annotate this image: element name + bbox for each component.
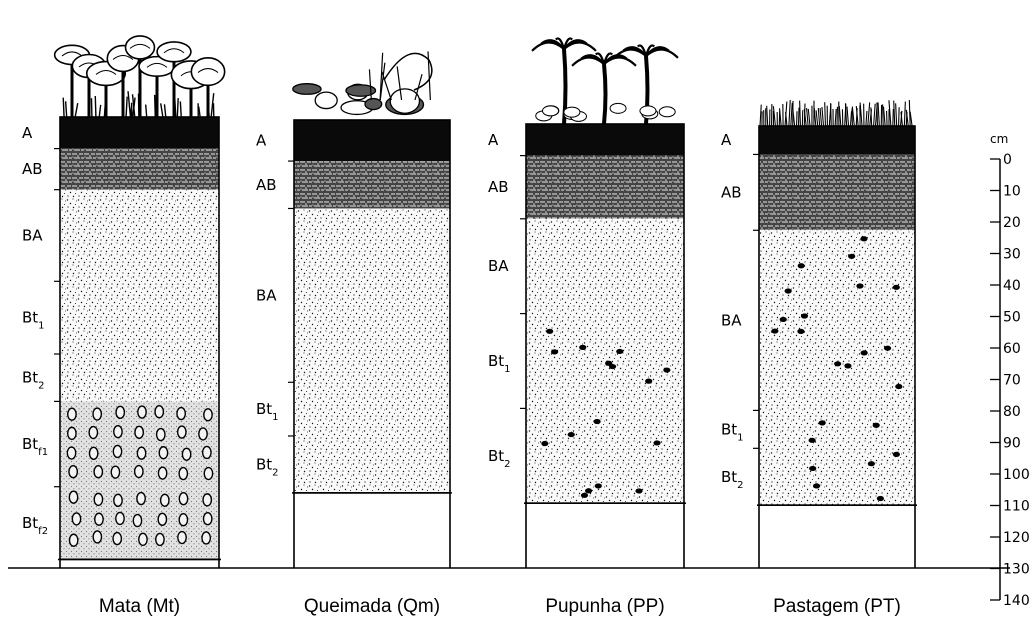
profile-caption: Queimada (Qm) <box>304 596 440 617</box>
horizon-label: BA <box>22 227 43 245</box>
horizon-pp-ab <box>526 156 684 219</box>
scale-tick-label: 50 <box>1003 310 1021 326</box>
horizon-qm-ba <box>294 208 450 382</box>
horizon-pt-bt1 <box>759 410 915 448</box>
vegetation-forest-icon <box>55 36 225 117</box>
scale-tick-label: 120 <box>1003 530 1030 546</box>
horizon-label: A <box>256 132 267 150</box>
horizon-label: BA <box>256 286 277 304</box>
horizon-qm-bt2 <box>294 436 450 493</box>
horizon-label: AB <box>721 183 742 201</box>
scale-tick-label: 100 <box>1003 467 1030 483</box>
horizon-label: BA <box>488 257 509 275</box>
scale-tick-label: 20 <box>1003 215 1021 231</box>
horizon-label: Bt2 <box>22 369 45 392</box>
horizon-mt-ab <box>60 149 219 190</box>
horizon-label: Bt2 <box>721 468 744 491</box>
scale-tick-label: 80 <box>1003 404 1021 420</box>
scale-unit-label: cm <box>990 132 1008 146</box>
profile-caption: Pastagem (PT) <box>773 596 901 617</box>
horizon-label: Bt1 <box>256 400 279 423</box>
scale-tick-label: 30 <box>1003 247 1021 263</box>
horizon-mt-bt2 <box>60 354 219 401</box>
horizon-label: AB <box>488 178 509 196</box>
scale-tick-label: 10 <box>1003 184 1021 200</box>
scale-tick-label: 90 <box>1003 436 1021 452</box>
profile-caption: Pupunha (PP) <box>545 596 664 617</box>
horizon-label: BA <box>721 311 742 329</box>
scale-tick-label: 140 <box>1003 593 1030 609</box>
horizon-label: Bt1 <box>488 352 511 375</box>
horizon-pp-bt1 <box>526 314 684 409</box>
horizon-label: Bt1 <box>721 420 744 443</box>
horizon-qm-ab <box>294 161 450 208</box>
vegetation-grass-icon <box>760 100 912 126</box>
horizon-mt-a <box>60 117 219 149</box>
vegetation-burned-icon <box>293 51 432 114</box>
horizon-label: Bt2 <box>256 455 279 478</box>
scale-tick-label: 0 <box>1003 152 1012 168</box>
horizon-pt-a <box>759 126 915 154</box>
profile-caption: Mata (Mt) <box>99 596 180 617</box>
horizon-label: A <box>721 131 732 149</box>
horizon-pt-bt2 <box>759 448 915 505</box>
horizon-pp-ba <box>526 219 684 314</box>
horizon-label: Bt1 <box>22 309 45 332</box>
vegetation-palm-icon <box>532 38 678 124</box>
horizon-label: Btf2 <box>22 514 48 537</box>
scale-tick-label: 130 <box>1003 562 1030 578</box>
horizon-label: A <box>22 124 33 142</box>
horizon-mt-ba <box>60 190 219 282</box>
horizon-pp-a <box>526 124 684 156</box>
horizon-label: A <box>488 131 499 149</box>
horizon-label: AB <box>256 176 277 194</box>
horizon-qm-bt1 <box>294 382 450 436</box>
horizon-label: Bt2 <box>488 447 511 470</box>
horizon-label: AB <box>22 160 43 178</box>
scale-tick-label: 40 <box>1003 278 1021 294</box>
horizon-pp-bt2 <box>526 408 684 503</box>
horizon-pt-ab <box>759 154 915 230</box>
horizon-mt-bt1 <box>60 281 219 354</box>
scale-tick-label: 60 <box>1003 341 1021 357</box>
depth-scale: cm 0 10 20 30 40 50 60 70 80 90 100 110 120 130 140 <box>990 132 1030 609</box>
scale-tick-label: 110 <box>1003 499 1030 515</box>
horizon-qm-a <box>294 120 450 161</box>
scale-tick-label: 70 <box>1003 373 1021 389</box>
horizon-label: Btf1 <box>22 435 48 458</box>
